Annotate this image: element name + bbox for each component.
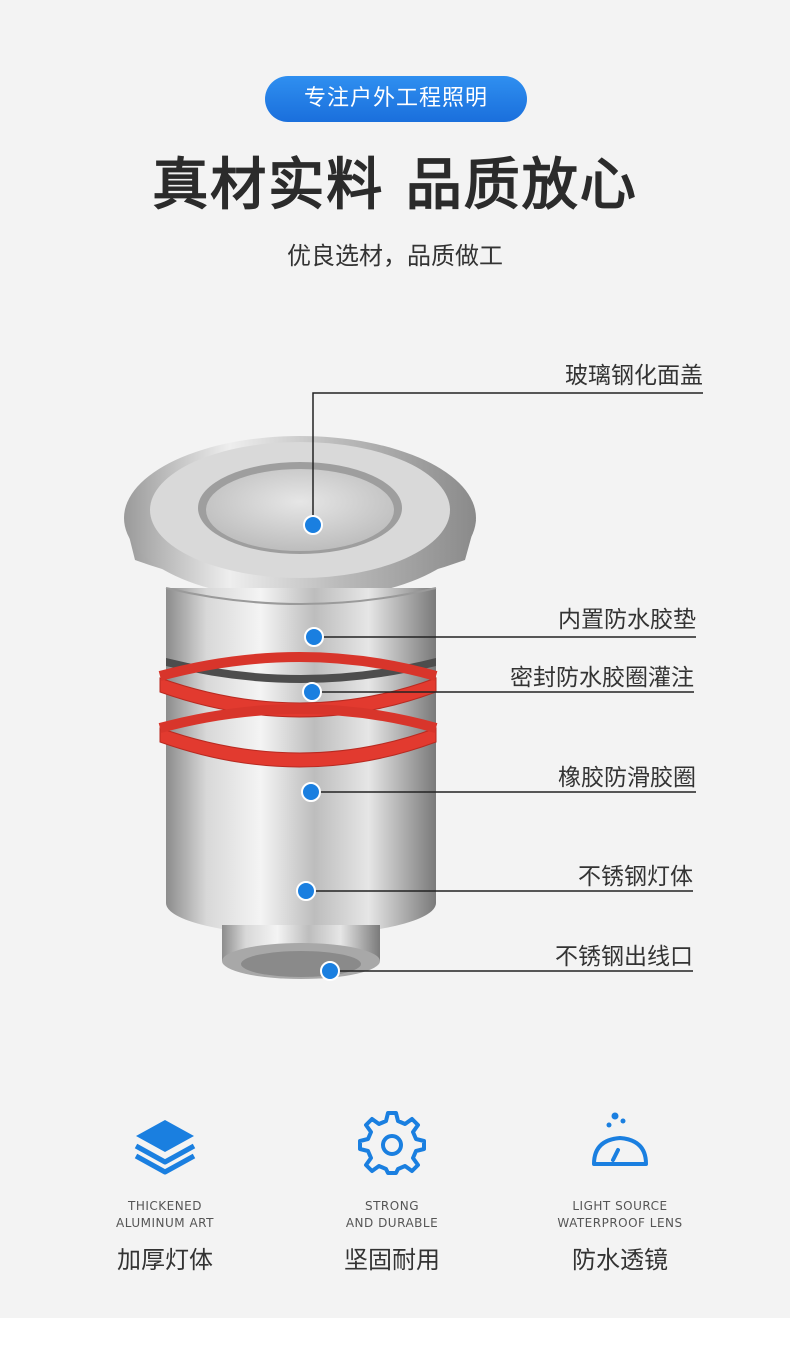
feature-en-line2: ALUMINUM ART [116,1216,214,1230]
feature-waterproof-lens: LIGHT SOURCE WATERPROOF LENS 防水透镜 [505,1110,735,1275]
callout-glass-cover: 玻璃钢化面盖 [565,363,703,389]
feature-en-line2: AND DURABLE [345,1216,439,1230]
water-lens-icon [592,1112,648,1166]
layers-icon [134,1120,196,1175]
product-illustration [124,392,703,981]
feature-durable: STRONG AND DURABLE 坚固耐用 [277,1110,507,1275]
callout-waterproof-gasket: 内置防水胶垫 [558,607,696,633]
product-detail-page: 专注户外工程照明 真材实料 品质放心 优良选材，品质做工 [0,0,790,1318]
callout-rubber-ring: 橡胶防滑胶圈 [558,765,696,791]
feature-en-line2: WATERPROOF LENS [557,1216,683,1230]
feature-en-line1: THICKENED [127,1199,203,1213]
rubber-rings [158,652,438,768]
callout-seal-ring: 密封防水胶圈灌注 [510,665,694,691]
callout-dots [296,515,340,981]
glass-cover-flange [124,436,476,600]
category-badge: 专注户外工程照明 [265,76,527,122]
glass-lens [206,469,394,551]
page-subtitle: 优良选材，品质做工 [287,242,503,270]
feature-cn-label: 坚固耐用 [344,1246,440,1274]
feature-cn-label: 加厚灯体 [117,1246,213,1274]
page-headline: 真材实料 品质放心 [152,153,638,218]
callout-cable-outlet: 不锈钢出线口 [555,944,693,970]
feature-en-line1: STRONG [364,1199,419,1213]
callout-lines [306,392,703,972]
feature-thickened: THICKENED ALUMINUM ART 加厚灯体 [50,1110,280,1275]
feature-cn-label: 防水透镜 [572,1246,668,1274]
callout-steel-body: 不锈钢灯体 [578,864,693,890]
feature-en-line1: LIGHT SOURCE [572,1199,668,1213]
gear-icon [358,1111,426,1175]
